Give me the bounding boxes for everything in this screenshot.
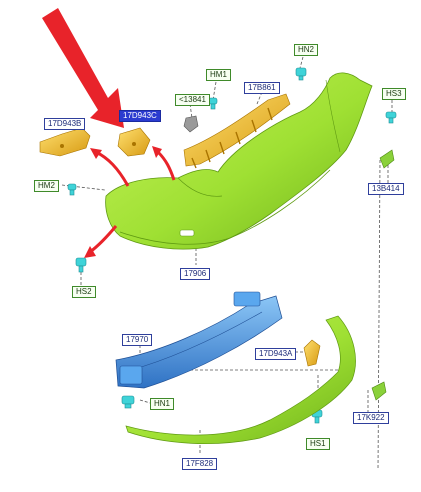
- fastener-hs2-icon: [75, 257, 87, 273]
- reinforcement-17b861: [183, 93, 291, 169]
- label-hm1: HM1: [206, 69, 231, 81]
- pointer-arrow: [42, 8, 124, 128]
- fastener-hs3-icon: [385, 111, 397, 124]
- label-17970: 17970: [122, 334, 153, 346]
- label-17b861: 17B861: [244, 82, 280, 94]
- label-13841: <13841: [175, 94, 210, 106]
- label-17f828: 17F828: [182, 458, 218, 470]
- label-hs2: HS2: [72, 286, 96, 298]
- label-hs1: HS1: [306, 438, 330, 450]
- red-arrowheads: [84, 146, 162, 258]
- label-hn1: HN1: [150, 398, 175, 410]
- label-17k922: 17K922: [353, 412, 389, 424]
- label-hm2: HM2: [34, 180, 59, 192]
- fastener-hn2-icon: [295, 67, 307, 81]
- fastener-hm2-icon: [67, 183, 77, 196]
- label-17d943b: 17D943B: [44, 118, 86, 130]
- fasteners: [67, 67, 397, 424]
- valance-17f828: [125, 315, 356, 444]
- label-17d943c: 17D943C: [119, 110, 161, 122]
- part-17k922-shape: [371, 381, 387, 401]
- bracket-17d943b: [39, 127, 91, 157]
- bracket-17d943c: [117, 127, 151, 157]
- label-13b414: 13B414: [368, 183, 404, 195]
- fastener-hm1-icon: [208, 97, 218, 110]
- clip-13841: [183, 115, 199, 133]
- bumper-cover-17906: [105, 72, 373, 250]
- part-13b414-shape: [379, 149, 395, 169]
- label-hs3: HS3: [382, 88, 406, 100]
- label-17d943a: 17D943A: [255, 348, 297, 360]
- impact-beam-17970: [115, 291, 283, 389]
- bracket-17d943a: [303, 339, 321, 367]
- label-hn2: HN2: [294, 44, 319, 56]
- fastener-hn1-icon: [121, 395, 135, 409]
- label-17906: 17906: [180, 268, 211, 280]
